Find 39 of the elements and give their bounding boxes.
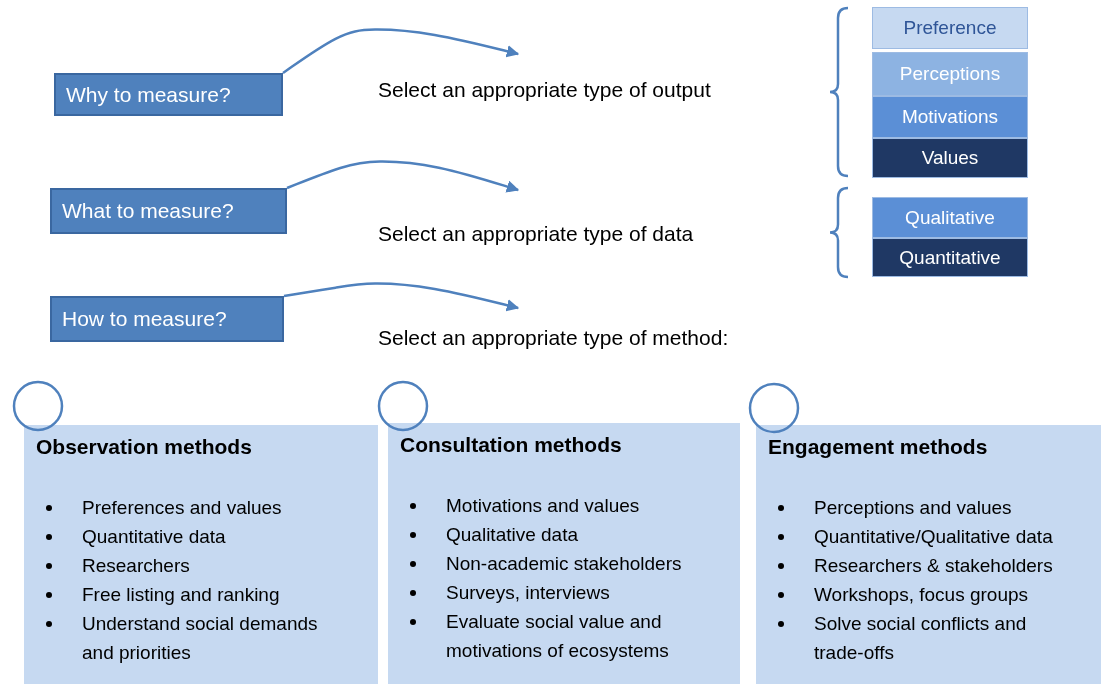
circle-marker [748, 382, 800, 434]
bullet-item: Researchers & stakeholders [768, 551, 1061, 580]
bullet-item: Surveys, interviews [400, 578, 700, 607]
instruction-text: Select an appropriate type of output [378, 52, 808, 102]
category-box: Qualitative [872, 197, 1028, 238]
bullet-item: Non-academic stakeholders [400, 549, 700, 578]
category-box: Motivations [872, 96, 1028, 138]
method-panel [756, 425, 1101, 684]
question-box: How to measure? [50, 296, 284, 342]
method-panel [24, 425, 378, 684]
category-box: Quantitative [872, 238, 1028, 277]
question-box: Why to measure? [54, 73, 283, 116]
bullet-item: Motivations and values [400, 491, 700, 520]
curved-arrow [283, 282, 520, 312]
instruction-text: Select an appropriate type of data [378, 188, 808, 246]
circle-marker [377, 380, 429, 432]
method-panel [388, 423, 740, 684]
category-box: Values [872, 138, 1028, 178]
bullet-item: Workshops, focus groups [768, 580, 1061, 609]
bullet-item: Evaluate social value and motivations of ecosystems [400, 607, 700, 665]
bullet-item: Quantitative/Qualitative data [768, 522, 1061, 551]
bullet-item: Solve social conflicts and trade-offs [768, 609, 1061, 667]
bullet-item: Perceptions and values [768, 493, 1061, 522]
panel-heading: Observation methods [36, 435, 252, 459]
panel-heading: Consultation methods [400, 433, 622, 457]
category-box: Preference [872, 7, 1028, 49]
bullet-item: Understand social demands and priorities [36, 609, 338, 667]
bullet-item: Quantitative data [36, 522, 338, 551]
curved-arrow [286, 160, 520, 193]
question-box: What to measure? [50, 188, 287, 234]
bullet-item: Preferences and values [36, 493, 338, 522]
category-box: Perceptions [872, 52, 1028, 96]
bullet-item: Free listing and ranking [36, 580, 338, 609]
bullet-item: Researchers [36, 551, 338, 580]
circle-marker [12, 380, 64, 432]
curved-arrow [282, 28, 520, 75]
bullet-item: Qualitative data [400, 520, 700, 549]
panel-heading: Engagement methods [768, 435, 988, 459]
instruction-text: Select an appropriate type of method: [378, 306, 838, 350]
